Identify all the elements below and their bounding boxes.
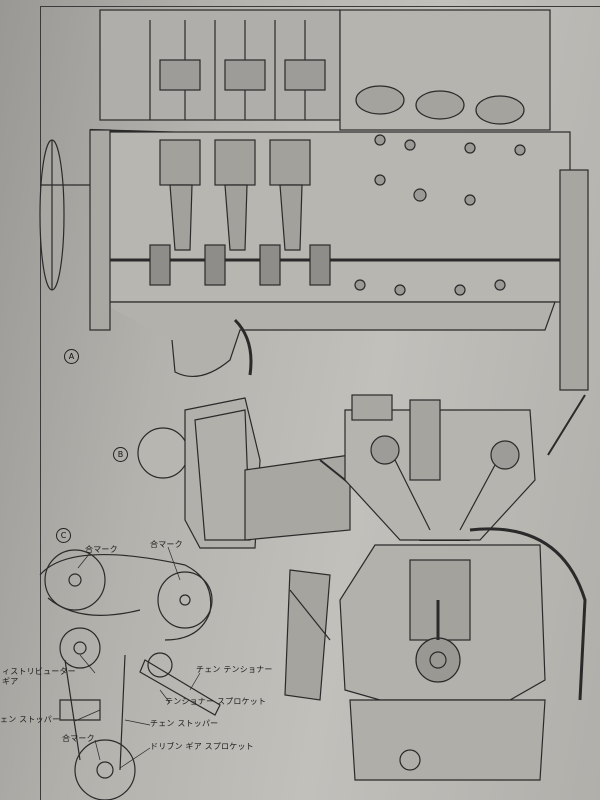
leader-lines bbox=[74, 546, 201, 769]
section-a-longitudinal bbox=[39, 9, 589, 391]
label-chain-tensioner: チェン テンショナー bbox=[196, 665, 273, 674]
figure-marker-b: B bbox=[113, 447, 128, 462]
label-chain-stopper-left: ェン ストッパー bbox=[0, 715, 61, 724]
label-tensioner-sprocket: テンショナー スプロケット bbox=[165, 697, 267, 706]
label-match-mark-1: 合マーク bbox=[85, 545, 118, 554]
label-match-mark-3: 合マーク bbox=[62, 734, 95, 743]
section-b-transverse bbox=[137, 394, 587, 781]
label-driven-gear-sprocket: ドリブン ギア スプロケット bbox=[150, 742, 254, 751]
figure-marker-c: C bbox=[56, 528, 71, 543]
label-chain-stopper-right: チェン ストッパー bbox=[150, 719, 219, 728]
label-match-mark-2: 合マーク bbox=[150, 540, 183, 549]
section-c-timing-chain bbox=[39, 549, 221, 800]
page-frame bbox=[40, 6, 600, 800]
label-distributor-gear: ィストリビューター ギア bbox=[2, 667, 76, 686]
figure-marker-a: A bbox=[64, 349, 79, 364]
